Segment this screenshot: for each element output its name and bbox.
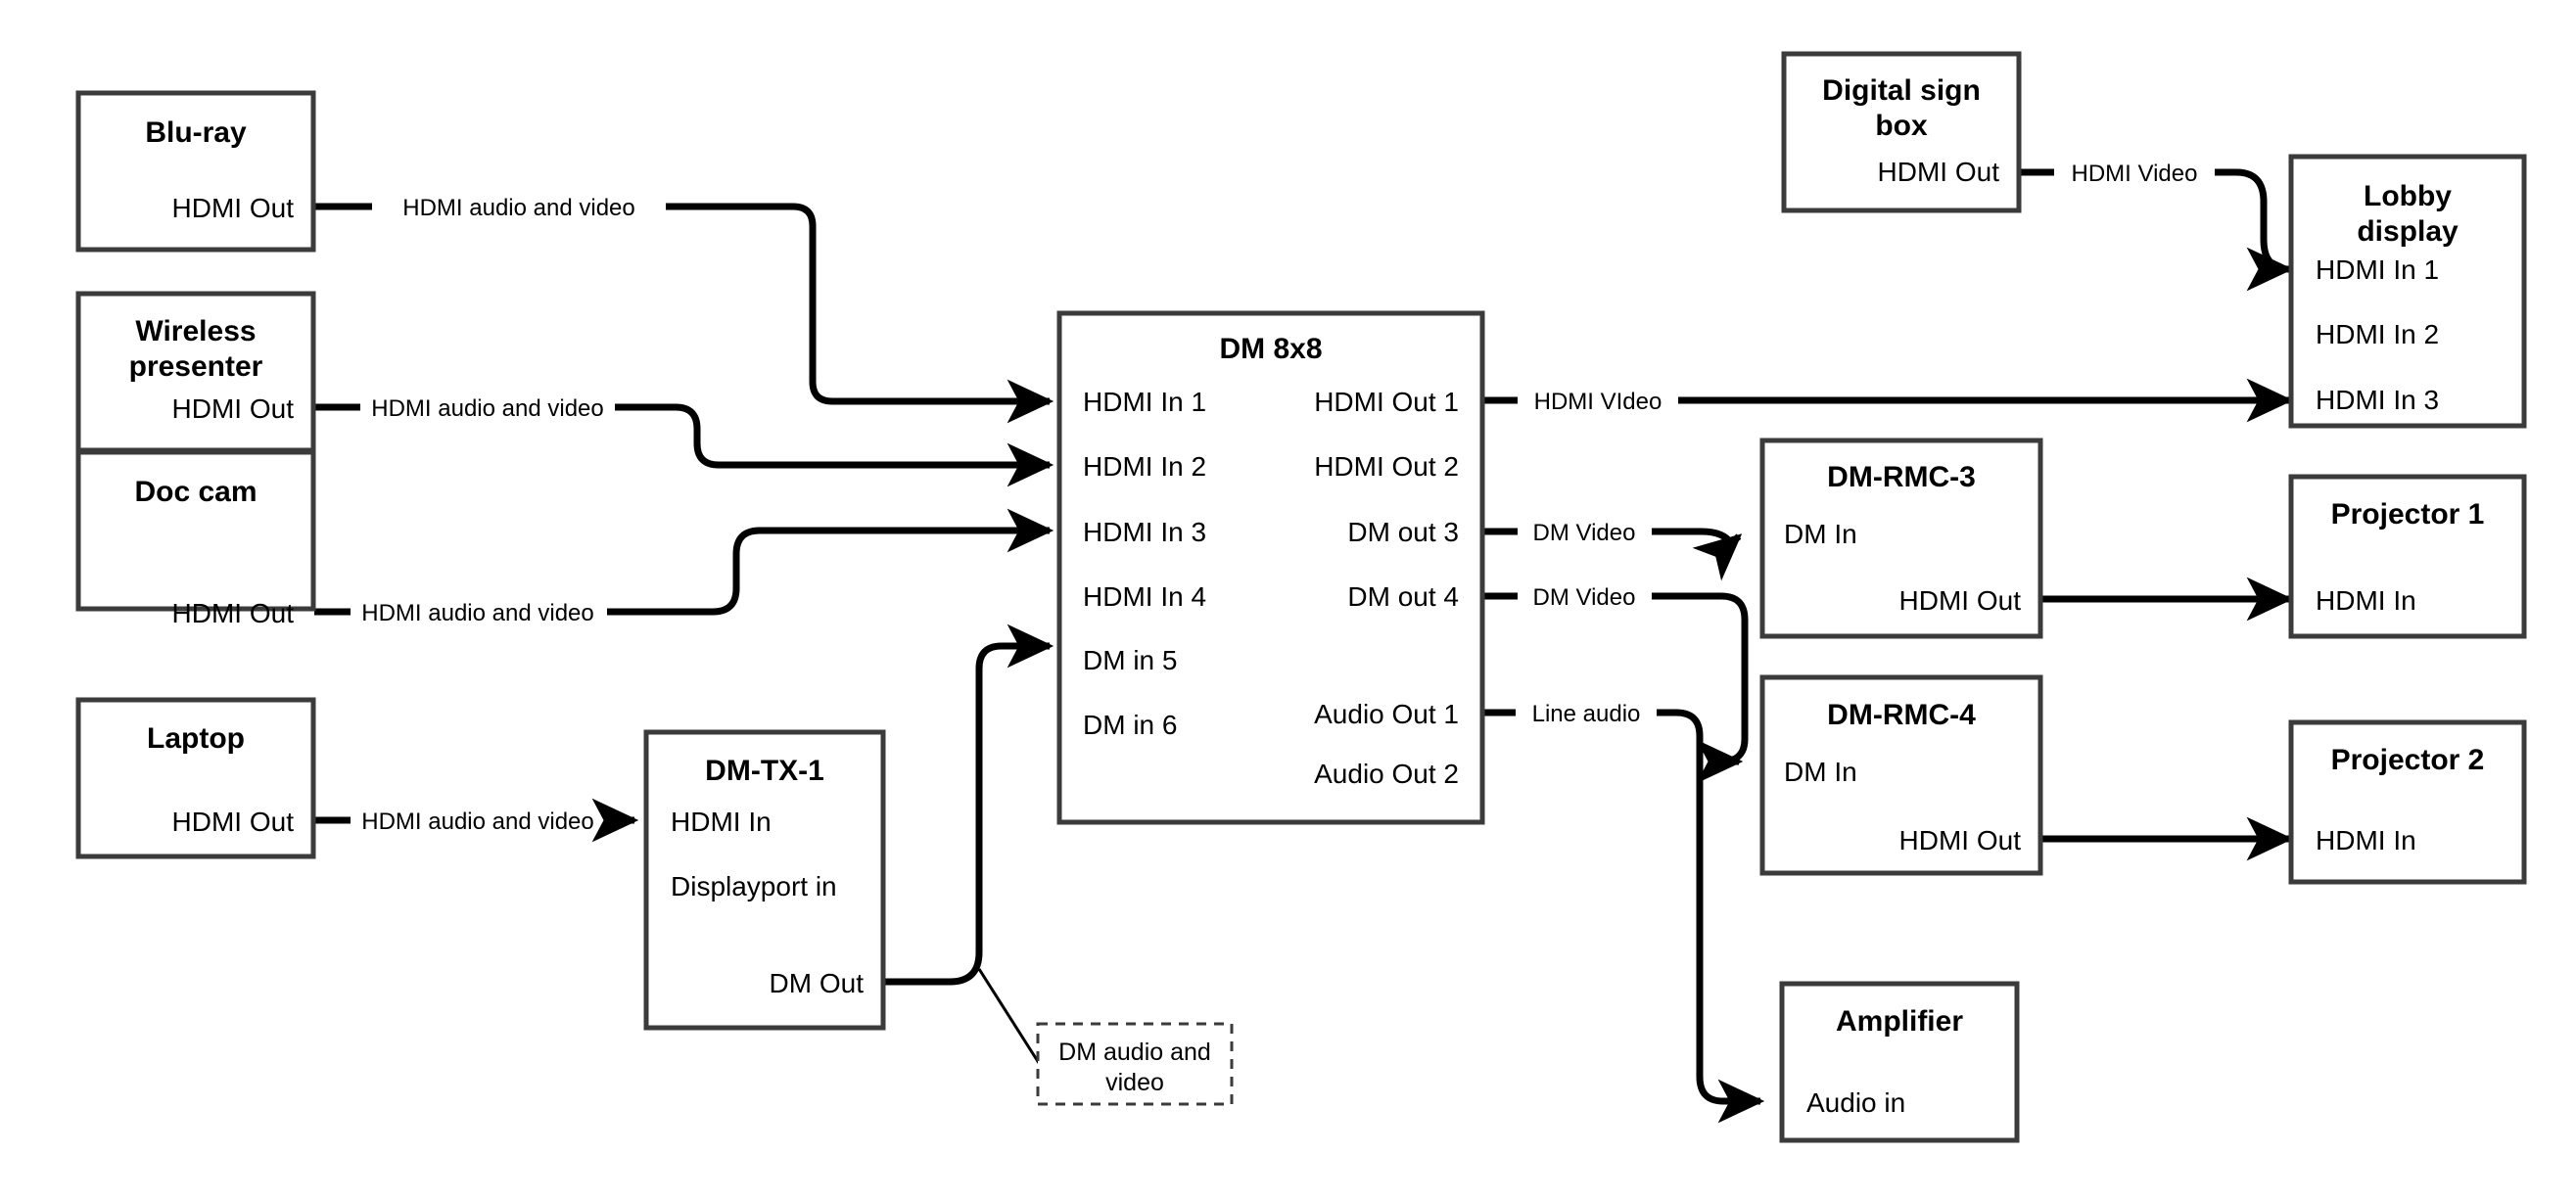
edge-label-sign-to-lobby: HDMI Video xyxy=(2072,161,2198,187)
dm-8x8-title: DM 8x8 xyxy=(1219,333,1322,365)
node-dm-rmc-3[interactable]: DM-RMC-3 DM In HDMI Out xyxy=(1759,438,2043,639)
wireless-presenter-title-line1: Wireless xyxy=(135,315,256,347)
node-digital-sign-box[interactable]: Digital sign box HDMI Out xyxy=(1781,51,2022,213)
doc-cam-port-hdmi-out: HDMI Out xyxy=(172,598,295,628)
dm-audio-video-note-line1: DM audio and xyxy=(1058,1039,1211,1066)
dm-rmc-3-port-hdmi-out: HDMI Out xyxy=(1899,585,2022,616)
node-dm-8x8[interactable]: DM 8x8 HDMI In 1 HDMI In 2 HDMI In 3 HDM… xyxy=(1056,310,1485,825)
dm-8x8-output-dm-out-4: DM out 4 xyxy=(1347,581,1459,612)
node-wireless-presenter[interactable]: Wireless presenter HDMI Out xyxy=(75,291,316,453)
edge-bluray-to-dm8x8: HDMI audio and video xyxy=(314,195,1054,424)
dm-audio-video-note-line2: video xyxy=(1105,1069,1164,1096)
edge-dm8x8-hdmiout1-to-lobby: HDMI VIdeo xyxy=(1483,378,2294,423)
edge-label-audio-out1: Line audio xyxy=(1532,701,1641,727)
amplifier-title: Amplifier xyxy=(1836,1005,1963,1038)
dm-rmc-4-port-hdmi-out: HDMI Out xyxy=(1899,825,2022,855)
laptop-box[interactable] xyxy=(75,697,316,859)
node-bluray[interactable]: Blu-ray HDMI Out xyxy=(75,90,316,253)
wireless-presenter-port-hdmi-out: HDMI Out xyxy=(172,393,295,424)
dm-tx-1-title: DM-TX-1 xyxy=(705,755,824,787)
edge-label-dm-out4: DM Video xyxy=(1533,584,1636,611)
dm-8x8-input-dm-in-5: DM in 5 xyxy=(1083,645,1177,675)
lobby-display-port-hdmi-in-2: HDMI In 2 xyxy=(2316,319,2439,349)
lobby-display-port-hdmi-in-3: HDMI In 3 xyxy=(2316,385,2439,415)
digital-sign-box[interactable] xyxy=(1781,51,2022,213)
lobby-display-port-hdmi-in-1: HDMI In 1 xyxy=(2316,254,2439,285)
digital-sign-title-line1: Digital sign xyxy=(1822,74,1981,107)
projector-1-title: Projector 1 xyxy=(2331,498,2485,531)
doc-cam-box[interactable] xyxy=(75,449,316,612)
dm-8x8-input-hdmi-in-4: HDMI In 4 xyxy=(1083,581,1206,612)
projector-1-box[interactable] xyxy=(2288,474,2527,639)
edge-dm8x8-audioout1-to-amplifier: Line audio xyxy=(1483,701,1765,1124)
projector-1-port-hdmi-in: HDMI In xyxy=(2316,585,2416,616)
dm-rmc-3-port-dm-in: DM In xyxy=(1784,519,1857,549)
edge-label-dm-out3: DM Video xyxy=(1533,520,1636,546)
digital-sign-title-line2: box xyxy=(1875,110,1928,142)
dm-audio-video-note-box xyxy=(1036,1022,1234,1106)
doc-cam-title: Doc cam xyxy=(134,476,257,508)
laptop-title: Laptop xyxy=(147,722,245,755)
dm-tx-1-port-dm-out: DM Out xyxy=(770,968,865,998)
laptop-port-hdmi-out: HDMI Out xyxy=(172,807,295,837)
bluray-port-hdmi-out: HDMI Out xyxy=(172,193,295,223)
node-projector-2[interactable]: Projector 2 HDMI In xyxy=(2288,719,2527,885)
lobby-display-box[interactable] xyxy=(2288,154,2527,429)
edge-wireless-to-dm8x8: HDMI audio and video xyxy=(314,395,1054,487)
node-amplifier[interactable]: Amplifier Audio in xyxy=(1779,981,2020,1143)
projector-2-box[interactable] xyxy=(2288,719,2527,885)
edge-laptop-to-dmtx1: HDMI audio and video xyxy=(314,798,639,843)
edge-dm8x8-dmout3-to-dmrmc3: DM Video xyxy=(1483,520,1743,581)
edge-digitalsign-to-lobby: HDMI Video xyxy=(2019,161,2294,292)
node-projector-1[interactable]: Projector 1 HDMI In xyxy=(2288,474,2527,639)
bluray-box[interactable] xyxy=(75,90,316,253)
edge-label-bluray: HDMI audio and video xyxy=(402,195,634,221)
dm-8x8-output-audio-out-1: Audio Out 1 xyxy=(1314,699,1459,729)
dm-8x8-input-hdmi-in-3: HDMI In 3 xyxy=(1083,517,1206,547)
node-doc-cam[interactable]: Doc cam HDMI Out xyxy=(75,449,316,628)
dm-8x8-input-hdmi-in-1: HDMI In 1 xyxy=(1083,387,1206,417)
dm-tx-1-port-hdmi-in: HDMI In xyxy=(671,807,772,837)
edge-label-wireless: HDMI audio and video xyxy=(371,395,603,422)
dm-rmc-4-box[interactable] xyxy=(1759,674,2043,876)
callout-leader-dm-audio-video xyxy=(977,968,1041,1064)
digital-sign-port-hdmi-out: HDMI Out xyxy=(1878,157,2000,187)
node-laptop[interactable]: Laptop HDMI Out xyxy=(75,697,316,859)
dm-rmc-4-port-dm-in: DM In xyxy=(1784,757,1857,787)
wireless-presenter-box[interactable] xyxy=(75,291,316,453)
dm-rmc-3-box[interactable] xyxy=(1759,438,2043,639)
dm-rmc-4-title: DM-RMC-4 xyxy=(1827,699,1976,731)
node-dm-tx-1[interactable]: DM-TX-1 HDMI In Displayport in DM Out xyxy=(643,729,886,1031)
dm-tx-1-box[interactable] xyxy=(643,729,886,1031)
amplifier-port-audio-in: Audio in xyxy=(1806,1087,1905,1118)
dm-rmc-3-title: DM-RMC-3 xyxy=(1827,461,1976,493)
edge-dmtx1-to-dm8x8 xyxy=(883,624,1054,986)
lobby-display-title-line1: Lobby xyxy=(2364,180,2452,212)
dm-8x8-output-audio-out-2: Audio Out 2 xyxy=(1314,759,1459,789)
dm-tx-1-port-displayport-in: Displayport in xyxy=(671,871,837,901)
dm-8x8-output-dm-out-3: DM out 3 xyxy=(1347,517,1459,547)
amplifier-box[interactable] xyxy=(1779,981,2020,1143)
dm-8x8-output-hdmi-out-1: HDMI Out 1 xyxy=(1314,387,1459,417)
lobby-display-title-line2: display xyxy=(2357,215,2459,248)
edge-doccam-to-dm8x8: HDMI audio and video xyxy=(314,508,1054,626)
dm-8x8-input-dm-in-6: DM in 6 xyxy=(1083,710,1177,740)
bluray-title: Blu-ray xyxy=(145,116,247,149)
node-dm-rmc-4[interactable]: DM-RMC-4 DM In HDMI Out xyxy=(1759,674,2043,876)
projector-2-port-hdmi-in: HDMI In xyxy=(2316,825,2416,855)
dm-8x8-box[interactable] xyxy=(1056,310,1485,825)
annotation-dm-audio-and-video: DM audio and video xyxy=(1036,1022,1234,1106)
dm-8x8-input-hdmi-in-2: HDMI In 2 xyxy=(1083,451,1206,482)
wireless-presenter-title-line2: presenter xyxy=(129,350,263,383)
projector-2-title: Projector 2 xyxy=(2331,744,2485,776)
edge-label-hdmi-out1: HDMI VIdeo xyxy=(1534,389,1663,415)
node-lobby-display[interactable]: Lobby display HDMI In 1 HDMI In 2 HDMI I… xyxy=(2288,154,2527,429)
edge-label-doccam: HDMI audio and video xyxy=(361,600,593,626)
dm-8x8-output-hdmi-out-2: HDMI Out 2 xyxy=(1314,451,1459,482)
edge-label-laptop: HDMI audio and video xyxy=(361,808,593,835)
edge-dm8x8-dmout4-to-dmrmc4: DM Video xyxy=(1483,584,1749,784)
